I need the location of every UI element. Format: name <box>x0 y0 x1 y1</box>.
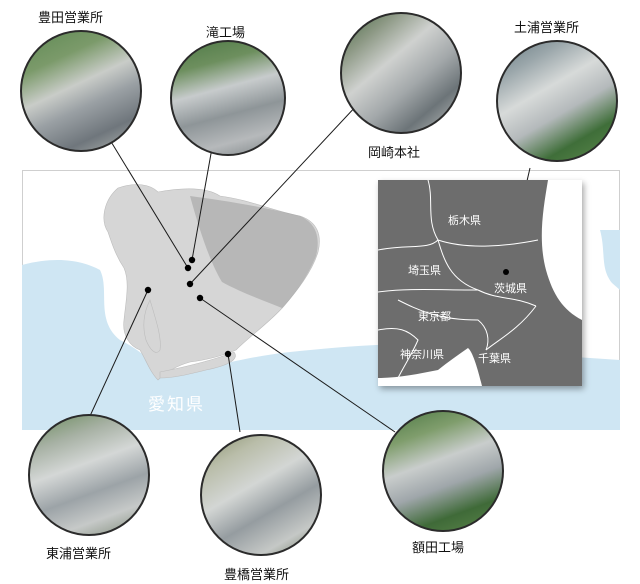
photo-taki <box>170 40 286 156</box>
inset-label-ibaraki: 茨城県 <box>494 282 527 295</box>
site-dot-nukata <box>196 294 204 302</box>
photo-higashiura <box>28 414 150 536</box>
kanto-inset-svg <box>378 180 582 386</box>
sea-bay <box>600 230 620 290</box>
site-dot-higashiura <box>144 286 152 294</box>
site-dot-tsuchiura <box>503 269 509 275</box>
photo-tsuchiura <box>496 40 618 162</box>
label-nukata: 額田工場 <box>412 541 465 556</box>
photo-toyohashi <box>200 434 322 556</box>
photo-okazaki <box>340 12 462 134</box>
prefecture-borders <box>378 180 539 379</box>
photo-nukata <box>382 410 504 532</box>
site-dots <box>144 256 232 358</box>
label-higashiura: 東浦営業所 <box>46 547 112 562</box>
label-taki: 滝工場 <box>206 26 246 41</box>
inset-label-tokyo: 東京都 <box>418 310 451 323</box>
kanto-land <box>378 180 582 386</box>
kanto-inset-map: 栃木県 埼玉県 茨城県 東京都 神奈川県 千葉県 <box>378 180 582 386</box>
inset-label-saitama: 埼玉県 <box>408 264 441 277</box>
inset-label-kanagawa: 神奈川県 <box>400 348 444 361</box>
site-dot-toyohashi <box>224 350 232 358</box>
inset-label-tochigi: 栃木県 <box>448 214 481 227</box>
inset-label-chiba: 千葉県 <box>478 352 511 365</box>
label-okazaki: 岡崎本社 <box>368 146 421 161</box>
mountain-shading <box>190 196 318 308</box>
site-dot-toyota <box>184 264 192 272</box>
site-dot-taki <box>188 256 196 264</box>
chita-peninsula <box>143 299 161 353</box>
label-toyota: 豊田営業所 <box>38 11 104 26</box>
prefecture-label-aichi: 愛知県 <box>148 395 205 415</box>
label-toyohashi: 豊橋営業所 <box>224 568 290 583</box>
label-tsuchiura: 土浦営業所 <box>514 21 580 36</box>
sea <box>22 260 620 430</box>
site-dot-okazaki <box>186 280 194 288</box>
photo-toyota <box>20 30 142 152</box>
